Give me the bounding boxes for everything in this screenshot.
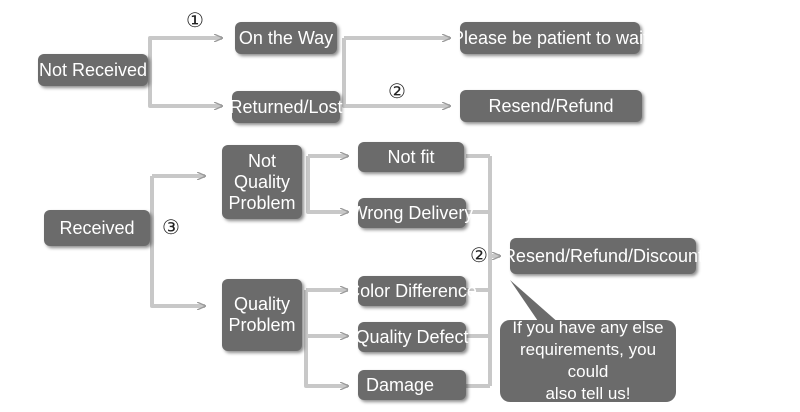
returned-lost-box: Returned/Lost: [229, 91, 343, 123]
quality-problem-box: Quality Problem: [222, 279, 302, 351]
speech-bubble: [500, 280, 676, 402]
step-one-badge: ①: [186, 8, 204, 32]
resend-refund-discount-box: Resend/Refund/Discount: [503, 238, 703, 274]
color-difference-box: Color Difference: [347, 276, 477, 306]
patient-box: Please be patient to wait: [452, 22, 648, 54]
not-received-box: Not Received: [38, 54, 148, 86]
received-box: Received: [44, 210, 150, 246]
step-two-badge-top: ②: [388, 79, 406, 103]
quality-defect-box: Quality Defect: [355, 322, 469, 352]
step-two-badge-bottom: ②: [470, 243, 488, 267]
note-text: If you have any else requirements, you c…: [512, 318, 664, 403]
step-three-badge: ③: [162, 215, 180, 239]
damage-box: Damage: [358, 370, 466, 400]
wrong-delivery-box: Wrong Delivery: [351, 198, 473, 228]
not-quality-problem-box: Not Quality Problem: [222, 145, 302, 219]
on-the-way-box: On the Way: [235, 22, 337, 54]
resend-refund-box: Resend/Refund: [460, 90, 642, 122]
not-fit-box: Not fit: [358, 142, 464, 172]
